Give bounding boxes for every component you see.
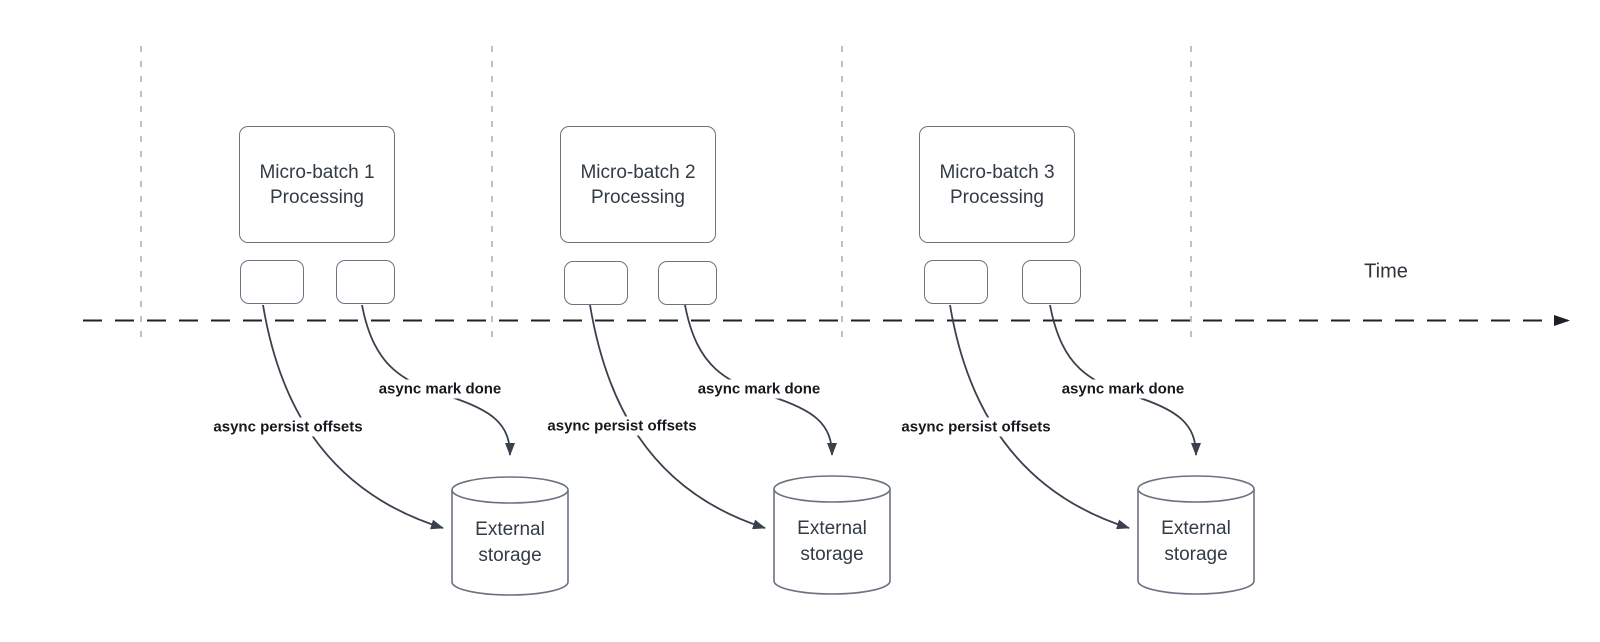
- storage-3-line1: External: [1161, 518, 1231, 539]
- persist-offsets-node-2: [564, 261, 628, 305]
- storage-2-line2: storage: [800, 544, 864, 565]
- storage-cylinder-shape: [1137, 475, 1255, 595]
- microbatch-3-box: Micro-batch 3 Processing: [919, 126, 1075, 243]
- microbatch-1-title-line1: Micro-batch 1: [259, 161, 375, 183]
- microbatch-3-title-line2: Processing: [950, 186, 1044, 208]
- persist-offsets-node-3: [924, 260, 988, 304]
- microbatch-2-title-line1: Micro-batch 2: [580, 161, 696, 183]
- persist-offsets-node-1: [240, 260, 304, 304]
- persist-offsets-label-1: async persist offsets: [210, 417, 366, 437]
- persist-offsets-arrow-3: [949, 304, 1130, 530]
- storage-cylinder-shape: [773, 475, 891, 595]
- external-storage-1: External storage: [451, 476, 569, 596]
- microbatch-1-box: Micro-batch 1 Processing: [239, 126, 395, 243]
- storage-1-line1: External: [475, 519, 545, 540]
- time-axis-label: Time: [1364, 260, 1408, 283]
- persist-offsets-arrow-1: [262, 304, 444, 530]
- mark-done-label-2: async mark done: [694, 379, 824, 399]
- mark-done-node-1: [336, 260, 395, 304]
- microbatch-2-box: Micro-batch 2 Processing: [560, 126, 716, 243]
- storage-1-line2: storage: [478, 545, 542, 566]
- microbatch-2-title-line2: Processing: [591, 186, 685, 208]
- storage-3-line2: storage: [1164, 544, 1228, 565]
- mark-done-node-3: [1022, 260, 1081, 304]
- microbatch-1-title-line2: Processing: [270, 186, 364, 208]
- microbatch-3-title-line1: Micro-batch 3: [939, 161, 1055, 183]
- persist-offsets-label-2: async persist offsets: [544, 416, 700, 436]
- external-storage-2: External storage: [773, 475, 891, 595]
- persist-offsets-label-3: async persist offsets: [898, 417, 1054, 437]
- mark-done-label-3: async mark done: [1058, 379, 1188, 399]
- external-storage-3: External storage: [1137, 475, 1255, 595]
- persist-offsets-arrow-2: [589, 304, 766, 530]
- mark-done-label-1: async mark done: [375, 379, 505, 399]
- storage-2-line1: External: [797, 518, 867, 539]
- mark-done-node-2: [658, 261, 717, 305]
- storage-cylinder-shape: [451, 476, 569, 596]
